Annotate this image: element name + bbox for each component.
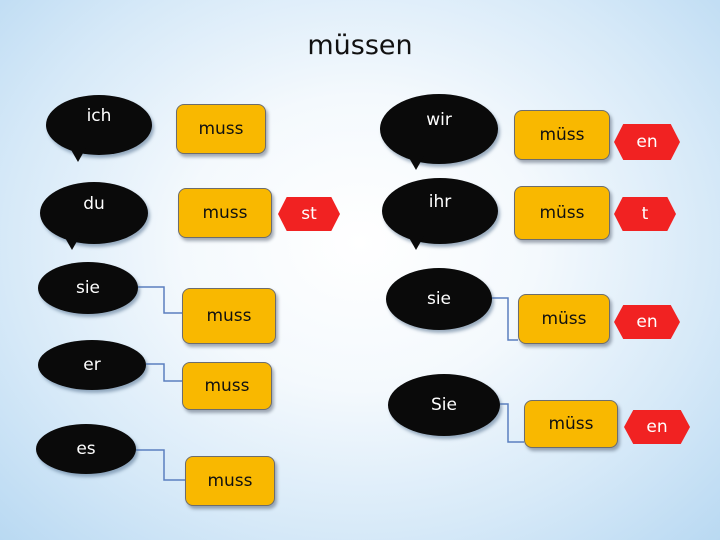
pronoun-bubble-wir: wir (380, 94, 498, 164)
ending-sie-plural: en (614, 305, 680, 339)
stem-box-sie-plural: müss (518, 294, 610, 344)
ending-label-wir: en (636, 132, 658, 152)
connector-sie-singular (136, 286, 182, 314)
stem-label-du: muss (202, 203, 248, 223)
stem-label-er: muss (204, 376, 250, 396)
pronoun-label-er: er (83, 355, 101, 375)
ending-wir: en (614, 124, 680, 160)
pronoun-bubble-ihr: ihr (382, 178, 498, 244)
ending-ihr: t (614, 197, 676, 231)
connector-er (146, 363, 182, 382)
pronoun-oval-er: er (38, 340, 146, 390)
stem-box-ihr: müss (514, 186, 610, 240)
connector-sie-plural (490, 297, 518, 341)
stem-label-wir: müss (539, 125, 585, 145)
pronoun-label-du: du (83, 194, 105, 214)
connector-Sie (498, 403, 524, 443)
ending-label-du: st (301, 204, 317, 224)
stem-box-du: muss (178, 188, 272, 238)
stem-label-ihr: müss (539, 203, 585, 223)
pronoun-label-wir: wir (426, 110, 452, 130)
stem-box-sie-singular: muss (182, 288, 276, 344)
stem-label-sie-singular: muss (206, 306, 252, 326)
stem-label-es: muss (207, 471, 253, 491)
stem-box-ich: muss (176, 104, 266, 154)
ending-label-sie-plural: en (636, 312, 658, 332)
stem-box-Sie: müss (524, 400, 618, 448)
pronoun-bubble-du: du (40, 182, 148, 244)
ending-Sie: en (624, 410, 690, 444)
pronoun-label-ich: ich (86, 106, 112, 126)
pronoun-label-Sie: Sie (431, 395, 457, 415)
bubble-tail-ich (70, 148, 86, 162)
pronoun-label-es: es (76, 439, 96, 459)
pronoun-oval-sie-singular: sie (38, 262, 138, 314)
stem-label-Sie: müss (548, 414, 594, 434)
bubble-tail-ihr (408, 236, 424, 250)
stem-box-wir: müss (514, 110, 610, 160)
pronoun-oval-sie-plural: sie (386, 268, 492, 330)
pronoun-label-ihr: ihr (428, 192, 452, 212)
pronoun-label-sie-plural: sie (426, 289, 452, 309)
page-title: müssen (307, 30, 413, 61)
stem-label-ich: muss (198, 119, 244, 139)
connector-es (132, 449, 185, 481)
pronoun-oval-Sie: Sie (388, 374, 500, 436)
stem-label-sie-plural: müss (541, 309, 587, 329)
pronoun-oval-es: es (36, 424, 136, 474)
stem-box-er: muss (182, 362, 272, 410)
ending-label-ihr: t (641, 204, 649, 224)
ending-label-Sie: en (646, 417, 668, 437)
pronoun-bubble-ich: ich (46, 95, 152, 155)
bubble-tail-du (64, 236, 80, 250)
pronoun-label-sie-singular: sie (75, 278, 101, 298)
ending-du: st (278, 197, 340, 231)
stem-box-es: muss (185, 456, 275, 506)
bubble-tail-wir (408, 156, 424, 170)
